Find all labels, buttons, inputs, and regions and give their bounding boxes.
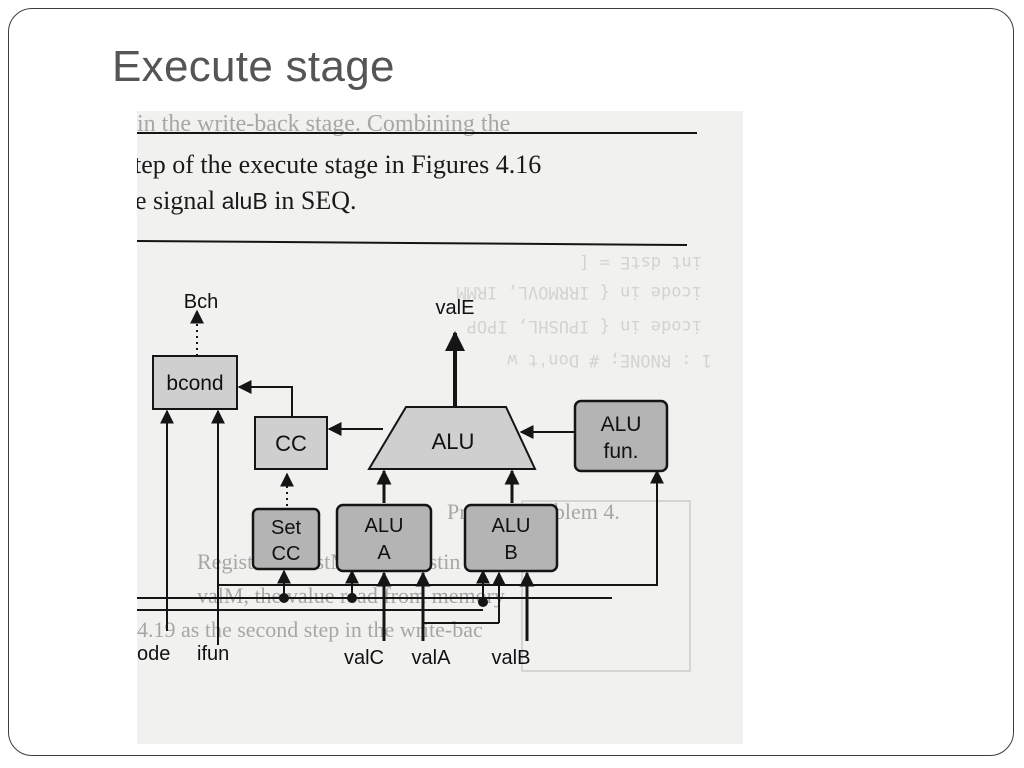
setcc-label-2: CC: [272, 543, 301, 565]
alua-label-2: A: [377, 542, 391, 564]
line2-suffix: in SEQ.: [268, 186, 357, 215]
alua-label-1: ALU: [365, 515, 404, 537]
page-text-line-2: e signal aluB in SEQ.: [137, 186, 357, 215]
junction-setcc: [279, 593, 289, 603]
bcond-label: bcond: [166, 372, 223, 395]
line2-signal: aluB: [222, 188, 268, 214]
wires: [137, 309, 664, 645]
ifun-to-alufun-wire: [217, 469, 664, 645]
alua-block: ALU A: [335, 503, 433, 573]
icode-label: ode: [137, 643, 170, 665]
bleed-code-2: icode in { IRRMOVL, IRMM: [456, 282, 702, 302]
bch-label: Bch: [184, 291, 218, 313]
cc-block: CC: [254, 416, 328, 470]
junctions: [279, 593, 488, 607]
bleed-code-1: int dstE = [: [579, 252, 702, 272]
figure-svg: in the write-back stage. Combining the i…: [137, 111, 743, 744]
rule-bottom: [137, 240, 688, 246]
alub-label-1: ALU: [492, 515, 531, 537]
alufun-label-2: fun.: [603, 440, 638, 463]
alu-label: ALU: [432, 429, 475, 454]
valc-label: valC: [344, 647, 384, 669]
slide-title: Execute stage: [112, 42, 395, 91]
page-text-line-1: tep of the execute stage in Figures 4.16: [137, 150, 541, 179]
alufun-block: ALU fun.: [573, 399, 669, 473]
alu-block: ALU: [367, 406, 537, 470]
alub-block: ALU B: [463, 503, 559, 573]
bcond-block: bcond: [152, 355, 238, 410]
bleed-code-4: 1 : RNONE; # Don't w: [507, 350, 712, 370]
cc-label: CC: [275, 431, 307, 456]
setcc-label-1: Set: [271, 517, 301, 539]
bleed-body-3: 4.19 as the second step in the write-bac: [137, 617, 483, 642]
vale-label: valE: [436, 297, 475, 319]
ifun-label: ifun: [197, 643, 229, 665]
scanned-figure: in the write-back stage. Combining the i…: [137, 111, 743, 744]
valb-label: valB: [492, 647, 531, 669]
alub-label-2: B: [504, 542, 517, 564]
alufun-label-1: ALU: [601, 413, 642, 436]
cc-to-bcond-wire: [237, 380, 293, 417]
line2-prefix: e signal: [137, 186, 222, 215]
junction-alua: [347, 593, 357, 603]
vala-label: valA: [412, 647, 452, 669]
setcc-block: Set CC: [251, 507, 321, 571]
bleed-code-3: icode in { IPUSHL, IPOP: [467, 316, 702, 336]
junction-alub: [478, 597, 488, 607]
